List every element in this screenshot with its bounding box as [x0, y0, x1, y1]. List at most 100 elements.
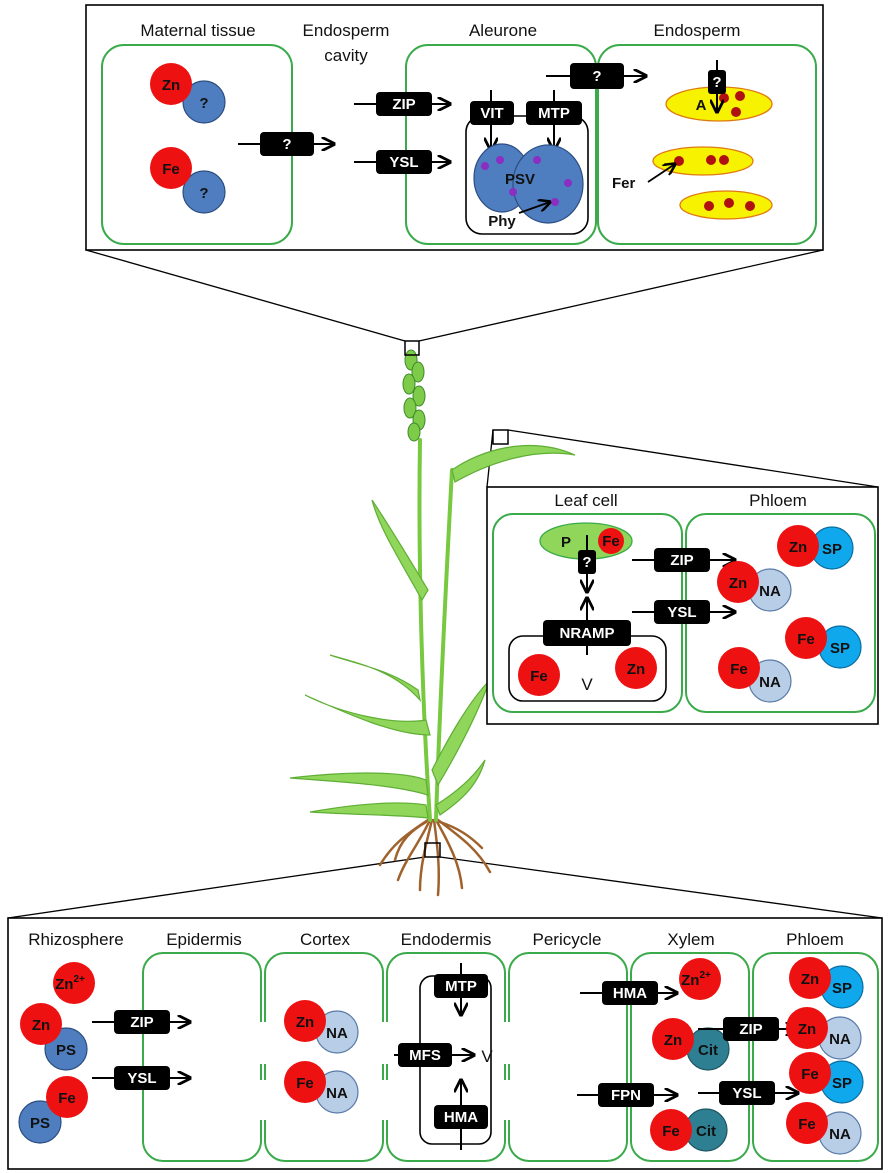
label-leaf-vacuole: V: [581, 675, 593, 694]
label-leaf-phloem: Phloem: [749, 491, 807, 510]
label-leaf-cell: Leaf cell: [554, 491, 617, 510]
root-hma-vacuolar-transporter: [434, 1105, 488, 1129]
svg-text:SP: SP: [832, 1075, 852, 1092]
svg-text:YSL: YSL: [732, 1085, 761, 1102]
root-phloem-zn-sp: SP Zn: [789, 957, 864, 1009]
root-phloem-zip-transporter: [723, 1017, 779, 1041]
label-ferritin: Fer: [612, 175, 636, 192]
root-fpn-transporter: [598, 1083, 654, 1107]
label-plastid: P: [561, 534, 571, 551]
svg-text:HMA: HMA: [613, 985, 647, 1002]
zoom-box-grain: [404, 340, 420, 356]
svg-text:Fe: Fe: [801, 1066, 819, 1083]
label-rhizosphere: Rhizosphere: [28, 930, 123, 949]
root-mfs-transporter: [398, 1043, 452, 1067]
label-endodermis: Endodermis: [401, 930, 492, 949]
leaf-zip-transporter: [654, 548, 710, 572]
svg-text:Fe: Fe: [162, 161, 180, 178]
grain-ysl-transporter: [376, 150, 432, 174]
svg-text:Fe: Fe: [798, 1116, 816, 1133]
svg-text:NA: NA: [829, 1126, 851, 1143]
svg-text:YSL: YSL: [667, 604, 696, 621]
label-maternal-tissue: Maternal tissue: [140, 21, 255, 40]
wheat-plant: [289, 340, 576, 897]
svg-text:NA: NA: [326, 1085, 348, 1102]
rhizosphere-fe-ps: PS Fe: [18, 1076, 88, 1144]
leaf-phloem-zn-sp: SP Zn: [777, 525, 854, 570]
svg-text:VIT: VIT: [480, 105, 503, 122]
svg-text:?: ?: [282, 136, 291, 153]
xylem-zn2-ion: Zn2+: [679, 958, 721, 1000]
svg-text:NA: NA: [759, 674, 781, 691]
wheat-spike: [402, 349, 426, 442]
label-root-phloem: Phloem: [786, 930, 844, 949]
label-cortex: Cortex: [300, 930, 351, 949]
label-epidermis: Epidermis: [166, 930, 242, 949]
svg-text:Fe: Fe: [296, 1075, 314, 1092]
svg-text:PS: PS: [30, 1115, 50, 1132]
aleurone-unknown-transporter: [570, 63, 624, 89]
svg-text:?: ?: [199, 185, 208, 202]
svg-text:Zn2+: Zn2+: [681, 970, 711, 989]
endosperm-cell: [597, 44, 817, 245]
svg-text:?: ?: [712, 74, 721, 91]
psv-right: [512, 144, 584, 224]
cortex-zn-na: NA Zn: [284, 1000, 359, 1054]
grain-vit-transporter: [470, 101, 514, 125]
phytate-granules: [481, 156, 572, 206]
root-phloem-fe-na: NA Fe: [786, 1102, 862, 1155]
svg-text:?: ?: [582, 554, 591, 571]
zoom-box-root: [424, 842, 441, 858]
xylem-cell: [630, 952, 750, 1162]
root-phloem-fe-sp: SP Fe: [789, 1052, 864, 1104]
svg-text:?: ?: [199, 95, 208, 112]
svg-text:Fe: Fe: [530, 668, 548, 685]
svg-text:Fe: Fe: [730, 661, 748, 678]
svg-text:YSL: YSL: [127, 1070, 156, 1087]
label-phy: Phy: [488, 213, 516, 230]
root-hma-efflux-transporter: [602, 981, 658, 1005]
svg-text:MFS: MFS: [409, 1047, 441, 1064]
svg-text:Zn: Zn: [627, 661, 645, 678]
rhizosphere-zn-ps: PS Zn: [20, 1003, 88, 1071]
svg-text:NA: NA: [829, 1031, 851, 1048]
leaf-phloem-fe-na: NA Fe: [718, 647, 792, 703]
root-zip-transporter: [114, 1010, 170, 1034]
label-psv: PSV: [505, 171, 535, 188]
root-panel: Rhizosphere Epidermis Cortex Endodermis …: [7, 917, 883, 1170]
leaf-panel: Leaf cell Phloem P Fe ? NRAMP V Fe Zn ZI…: [486, 486, 879, 725]
maternal-zn-complex: ? Zn: [150, 63, 226, 124]
svg-text:Fe: Fe: [602, 533, 620, 550]
plasmodesmata-gaps: [259, 1022, 512, 1120]
svg-text:ZIP: ZIP: [130, 1014, 153, 1031]
leaf-nramp-transporter: [543, 620, 631, 646]
zoom-lines: [7, 249, 883, 919]
grain-zip-transporter: [376, 92, 432, 116]
svg-text:HMA: HMA: [444, 1109, 478, 1126]
label-xylem: Xylem: [667, 930, 714, 949]
root-phloem-zn-na: NA Zn: [786, 1007, 862, 1060]
svg-text:Zn: Zn: [32, 1017, 50, 1034]
label-amyloplast: A: [696, 97, 707, 114]
zoom-box-leaf: [492, 429, 509, 445]
svg-text:Fe: Fe: [58, 1090, 76, 1107]
svg-text:YSL: YSL: [389, 154, 418, 171]
svg-text:Zn: Zn: [789, 539, 807, 556]
grain-panel: Maternal tissue Endosperm cavity Aleuron…: [85, 4, 824, 251]
amyloplasts: [652, 86, 773, 220]
plant-roots: [378, 818, 492, 897]
label-endodermis-vacuole: V: [481, 1047, 493, 1066]
amyloplast-unknown-transporter: [708, 70, 726, 94]
svg-text:Zn: Zn: [798, 1021, 816, 1038]
aleurone-cell: [405, 44, 597, 245]
label-aleurone: Aleurone: [469, 21, 537, 40]
svg-text:NA: NA: [759, 583, 781, 600]
rhizosphere-zn2-ion: Zn2+: [53, 962, 95, 1004]
maternal-fe-complex: ? Fe: [150, 147, 226, 214]
svg-text:MTP: MTP: [445, 978, 477, 995]
svg-text:Zn2+: Zn2+: [55, 974, 85, 993]
svg-text:PS: PS: [56, 1042, 76, 1059]
svg-text:NRAMP: NRAMP: [560, 625, 615, 642]
svg-text:?: ?: [592, 68, 601, 85]
